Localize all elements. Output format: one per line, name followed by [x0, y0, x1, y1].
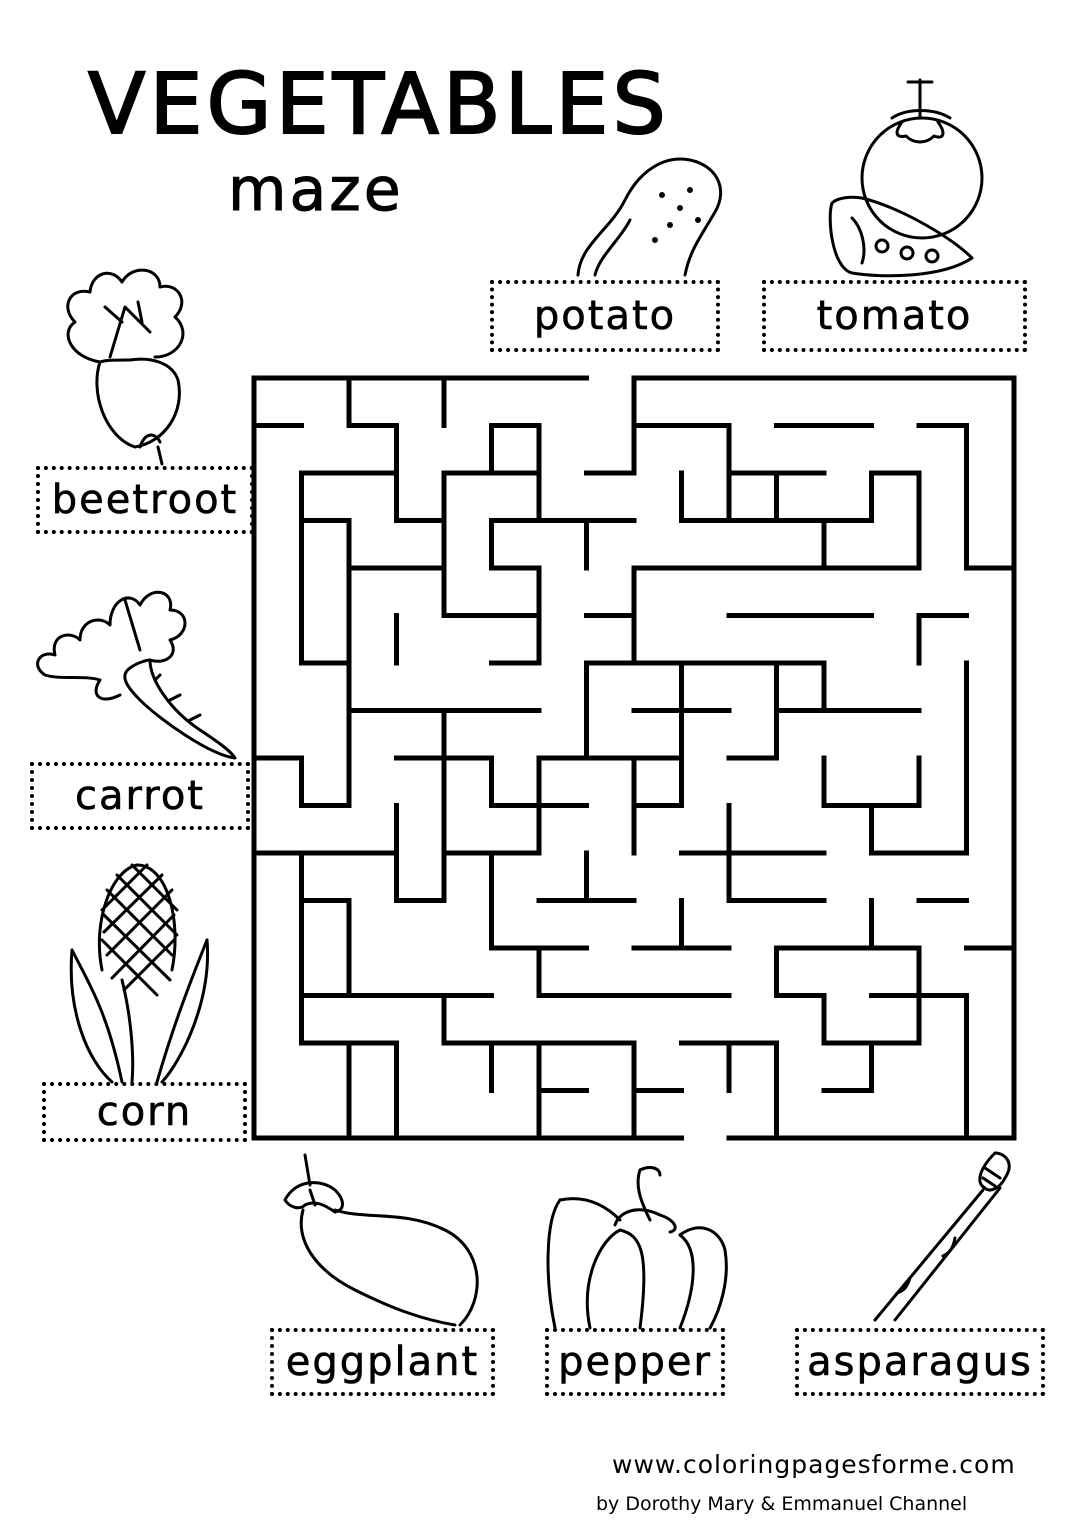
page-title: VEGETABLES [87, 55, 670, 153]
label-eggplant: eggplant [270, 1328, 495, 1396]
maze-grid [251, 375, 1017, 1141]
label-pepper: pepper [545, 1328, 725, 1396]
eggplant-illustration [283, 1153, 479, 1327]
label-asparagus: asparagus [795, 1328, 1045, 1396]
footer-website: www.coloringpagesforme.com [612, 1450, 1016, 1479]
asparagus-illustration [873, 1151, 1011, 1322]
carrot-illustration [36, 590, 237, 760]
label-corn: corn [42, 1082, 247, 1142]
potato-illustration [576, 157, 723, 277]
label-tomato: tomato [762, 280, 1027, 352]
label-beetroot: beetroot [36, 466, 254, 534]
beetroot-illustration [66, 268, 185, 466]
footer-credit: by Dorothy Mary & Emmanuel Channel [596, 1493, 968, 1515]
label-potato: potato [490, 280, 720, 352]
page-subtitle: maze [228, 155, 404, 225]
pepper-illustration [546, 1166, 728, 1330]
label-carrot: carrot [30, 762, 250, 830]
tomato-illustration [828, 78, 984, 278]
corn-illustration [69, 863, 210, 1084]
